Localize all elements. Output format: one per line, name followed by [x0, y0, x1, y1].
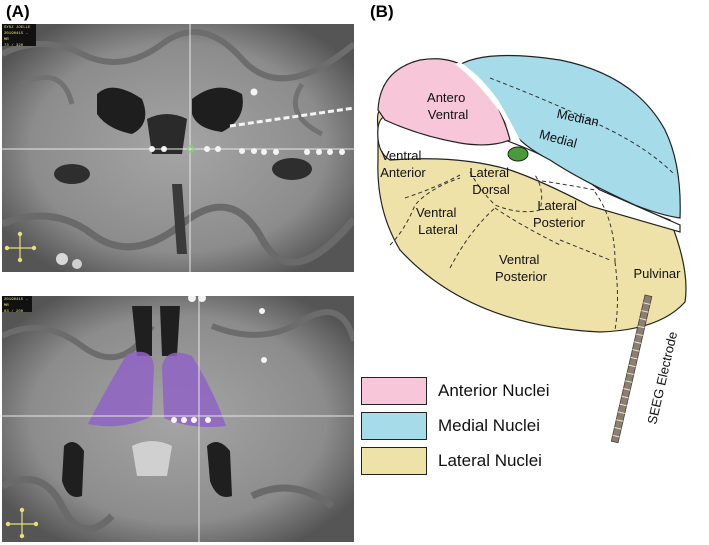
coronal-mri-drawing	[2, 24, 354, 272]
seeg-electrode	[610, 294, 653, 444]
panel-label-b: (B)	[370, 2, 394, 21]
overlay-line-1: SYSZ JOELLE	[4, 26, 31, 30]
axial-mri-drawing	[2, 296, 354, 542]
label-ventral-anterior: Ventral Anterior	[380, 148, 426, 180]
label-ventral-posterior: Ventral Posterior	[495, 252, 548, 284]
overlay-line-2: 83 / 200	[4, 310, 24, 314]
thalamus-diagram: Antero Ventral Median Medial Ventral Ant…	[376, 54, 687, 444]
legend-swatch-lateral	[361, 447, 427, 475]
legend-swatch-anterior	[361, 377, 427, 405]
legend-label-lateral: Lateral Nuclei	[438, 451, 542, 470]
mri-info-overlay: SYSZ JOELLE 20190415 - MR 73 / 320	[2, 24, 36, 48]
target-dot	[507, 146, 529, 162]
median-boundary	[489, 77, 676, 176]
coronal-mri-image: SYSZ JOELLE 20190415 - MR 73 / 320	[2, 24, 354, 272]
mri-info-overlay: 20190415 - MR 83 / 200	[2, 296, 32, 314]
label-pulvinar: Pulvinar	[634, 266, 682, 281]
legend-label-anterior: Anterior Nuclei	[438, 381, 550, 400]
label-ventral-lateral: Ventral Lateral	[416, 205, 460, 237]
legend-swatch-medial	[361, 412, 427, 440]
label-antero-ventral: Antero Ventral	[427, 90, 469, 122]
label-lateral-posterior: Lateral Posterior	[533, 198, 586, 230]
overlay-line-3: 73 / 320	[4, 44, 24, 48]
label-lateral-dorsal: Lateral Dorsal	[469, 165, 512, 197]
overlay-line-1: 20190415 - MR	[4, 298, 29, 308]
seeg-electrode-label: SEEG Electrode	[644, 330, 680, 426]
legend-label-medial: Medial Nuclei	[438, 416, 541, 435]
panel-label-a: (A)	[6, 2, 30, 21]
axial-mri-image: 20190415 - MR 83 / 200	[2, 296, 354, 542]
overlay-line-2: 20190415 - MR	[4, 32, 29, 42]
